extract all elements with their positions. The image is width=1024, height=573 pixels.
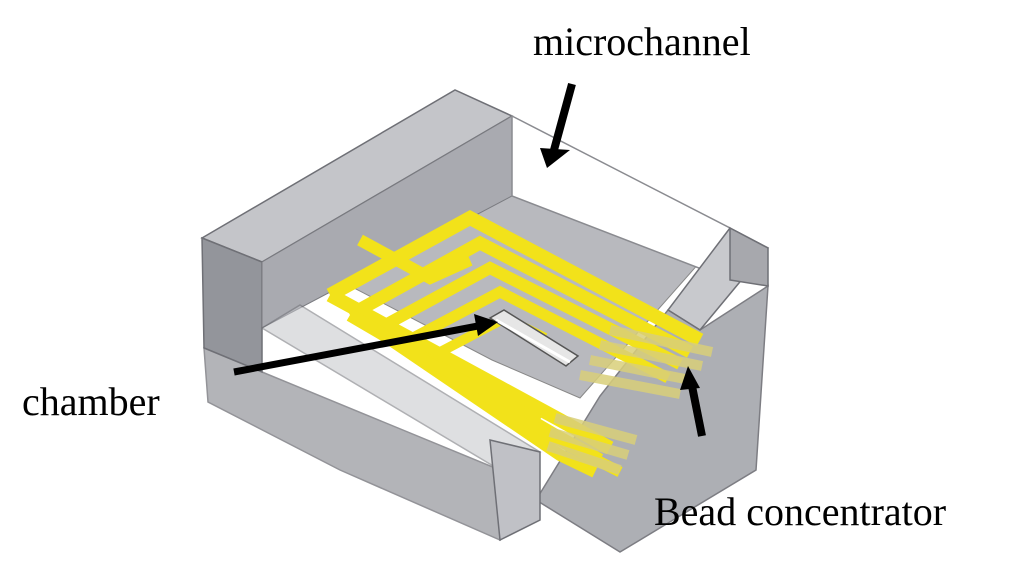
bead-concentrator-label: Bead concentrator [654,489,947,534]
bead-concentrator-arrow [680,366,706,437]
right-wall-face [729,226,769,287]
front-corner-block [489,439,541,542]
bead-concentrator-electrodes [546,325,714,475]
chamber-label: chamber [22,379,160,424]
chamber-element [488,309,580,367]
microchannel-label: microchannel [533,19,751,64]
chamber-arrow [233,314,498,376]
microchannel-arrow [540,82,576,168]
